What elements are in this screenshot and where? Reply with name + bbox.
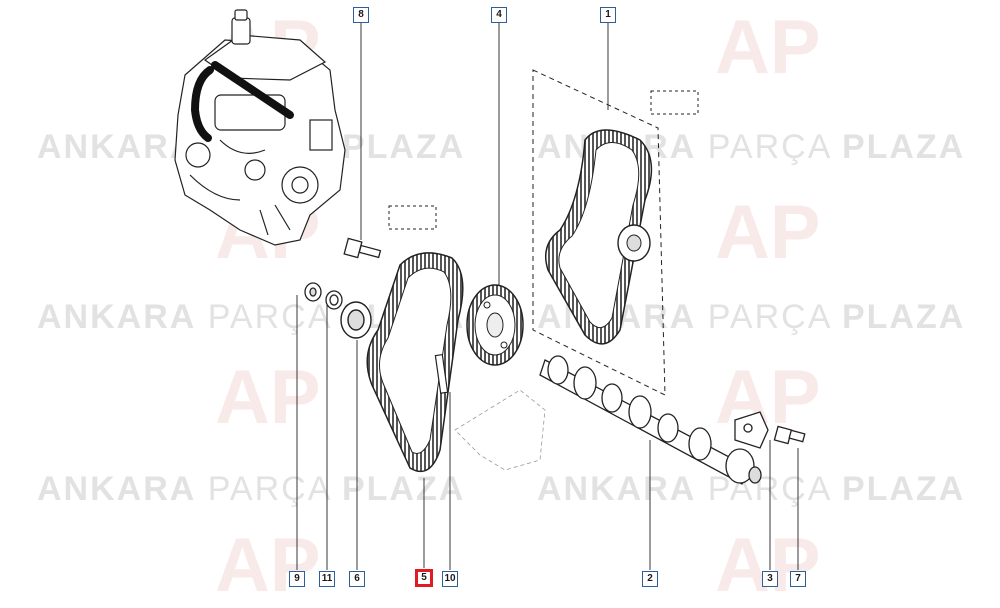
watermark-text: ANKARA PARÇA PLAZA: [37, 470, 466, 508]
watermark-logo: AP: [715, 523, 821, 608]
camshaft-sprocket: [466, 284, 524, 366]
callout-10[interactable]: 10: [442, 571, 458, 587]
timing-belt: [366, 252, 464, 473]
callout-5-selected[interactable]: 5: [415, 569, 433, 587]
bolt-8: [343, 237, 382, 259]
callout-6[interactable]: 6: [349, 571, 365, 587]
kit-label-placeholder: [650, 90, 699, 115]
watermark-logo: AP: [215, 355, 321, 440]
bolt-7: [773, 425, 806, 445]
belt-label-placeholder: [388, 205, 437, 230]
timing-belt-kit: [545, 129, 653, 345]
washer-11: [325, 290, 343, 310]
leader-lines: [296, 23, 799, 570]
watermark-logo: AP: [715, 190, 821, 275]
camshaft: [539, 355, 762, 485]
callout-8[interactable]: 8: [353, 7, 369, 23]
tensioner-pulley: [340, 301, 372, 339]
callout-1[interactable]: 1: [600, 7, 616, 23]
stud-10: [434, 353, 449, 394]
kit-outline: [532, 69, 666, 396]
callout-11[interactable]: 11: [319, 571, 335, 587]
callout-2[interactable]: 2: [642, 571, 658, 587]
cylinder-head-outline: [454, 389, 546, 471]
watermark-logo: AP: [715, 355, 821, 440]
watermark-logo: AP: [715, 5, 821, 90]
engine-block-illustration: [174, 9, 346, 246]
sensor-bracket: [734, 411, 769, 449]
nut-9: [304, 282, 322, 302]
callout-4[interactable]: 4: [491, 7, 507, 23]
callout-7[interactable]: 7: [790, 571, 806, 587]
watermark-logo: AP: [215, 523, 321, 608]
callout-9[interactable]: 9: [289, 571, 305, 587]
callout-3[interactable]: 3: [762, 571, 778, 587]
